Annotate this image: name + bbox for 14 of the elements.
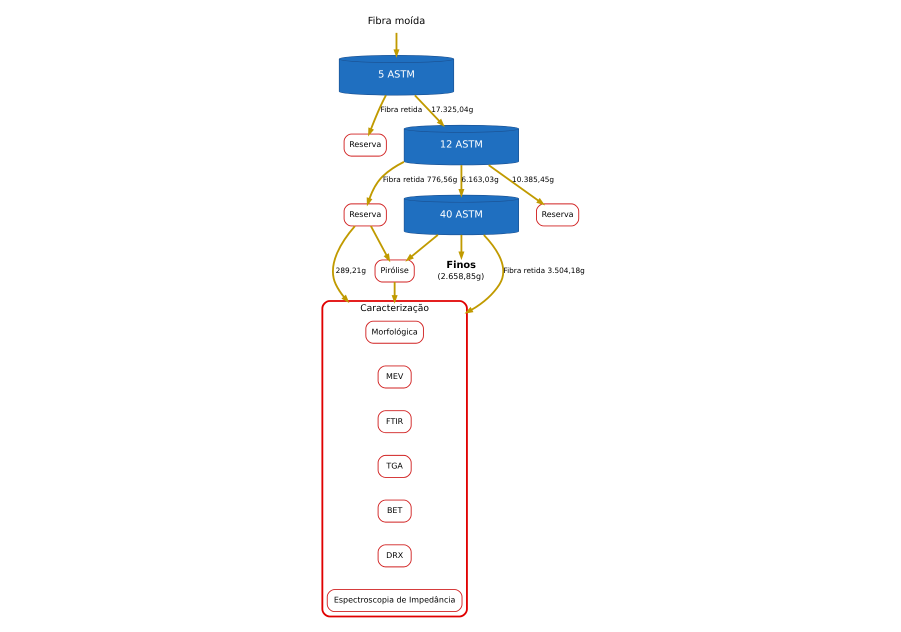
- arrow: [391, 282, 398, 304]
- arrow: [368, 94, 386, 137]
- arrow: [464, 234, 504, 314]
- node-text: Finos: [446, 260, 476, 271]
- arrow: [404, 234, 438, 262]
- arrow: [392, 32, 399, 58]
- arrow: [458, 234, 464, 260]
- arrow: [488, 164, 545, 206]
- arrow: [414, 94, 444, 127]
- arrow: [332, 226, 356, 304]
- node-text: Fibra moída: [367, 16, 425, 27]
- arrow: [458, 165, 464, 198]
- arrow: [366, 161, 404, 206]
- arrow: [370, 226, 390, 262]
